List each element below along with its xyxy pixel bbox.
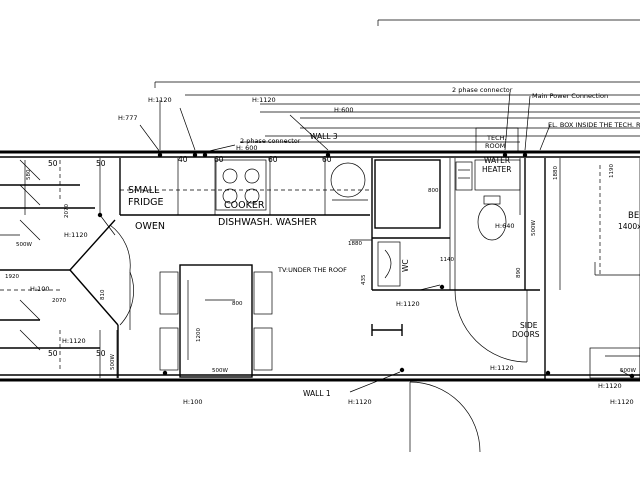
leader-lines [99,91,631,393]
dim-800-kitchen: 800 [428,188,439,194]
height-h100-left: H:100 [30,285,49,293]
dim-60-c: 60 [322,155,332,164]
label-bed-size: 1400x [618,222,640,231]
bathroom [371,127,540,291]
label-fridge: FRIDGE [128,197,164,208]
label-wall-1: WALL 1 [303,389,331,398]
label-owen: OWEN [135,221,165,232]
notes: 2 phase connector Main Power Connection … [236,86,640,274]
dining-table [159,264,273,378]
dim-50-d: 50 [96,349,106,358]
dim-2070-a: 2070 [64,204,70,218]
dim-500w-d: 500W [16,242,32,248]
dim-50-a: 50 [48,159,58,168]
room-labels: SMALL FRIDGE COOKER OWEN DISHWASH. WASHE… [128,134,640,339]
label-doors: DOORS [512,330,540,339]
height-h777: H:777 [118,114,137,122]
wall-labels: WALL 1 WALL 3 [303,132,338,398]
height-h1120-right: H:1120 [490,364,514,372]
height-h1120-far-right-low: H:1120 [610,398,634,406]
dim-50-c: 50 [48,349,58,358]
note-2-phase-connector-kitchen: 2 phase connector [240,137,301,145]
dim-580: 580 [26,169,32,180]
label-bed: BE [628,211,639,221]
dim-500w-c: 500W [531,220,537,236]
height-h1120-left-low: H:1120 [62,337,86,345]
right-area [454,158,640,380]
note-el-box: EL. BOX INSIDE THE TECH. RO [548,121,640,129]
dim-890: 890 [516,267,522,278]
note-2-phase-connector-top: 2 phase connector [452,86,513,94]
kitchen [119,158,370,216]
height-h1120-bottom: H:1120 [348,398,372,406]
dim-40: 40 [178,155,188,164]
note-h640: H:640 [495,222,514,230]
dim-1190: 1190 [609,164,615,178]
dim-800-table: 800 [232,301,243,307]
dim-500w-a: 500W [110,354,116,370]
height-h1120-far-right: H:1120 [598,382,622,390]
label-dishwash-washer: DISHWASH. WASHER [218,217,317,228]
label-heater: HEATER [482,165,511,174]
dim-60-a: 60 [214,155,224,164]
dim-60-b: 60 [268,155,278,164]
label-small: SMALL [128,185,160,196]
dim-50-b: 50 [96,159,106,168]
entrance-door [371,324,481,453]
dim-1880: 1880 [348,241,362,247]
label-side: SIDE [520,321,538,330]
label-room: ROOM [485,142,505,150]
left-area [0,158,134,378]
dimensions: 50 50 40 60 60 60 580 2070 800 800 1200 … [5,155,636,374]
note-wc: WC [401,259,410,272]
dim-810: 810 [100,289,106,300]
connector-dots [97,152,635,379]
label-wall-3: WALL 3 [310,132,338,141]
label-cooker: COOKER [224,200,265,211]
note-main-power: Main Power Connection [532,92,608,100]
height-h100-bottom: H:100 [183,398,202,406]
dim-1920: 1920 [5,274,19,280]
dim-435: 435 [361,274,367,285]
note-tv: TV:UNDER THE ROOF [277,266,347,274]
top-dimension-lines [154,19,640,143]
label-tech: TECH. [486,134,506,142]
note-h600-top: H:600 [334,106,353,114]
height-h1120-top-mid: H:1120 [252,96,276,104]
height-h1120-left-mid: H:1120 [64,231,88,239]
height-h1120-top-left: H:1120 [148,96,172,104]
dim-1200: 1200 [196,328,202,342]
dim-1880-right: 1880 [553,166,559,180]
dim-500w-b: 500W [212,368,228,374]
outer-walls [0,150,640,382]
height-markers: H:1120 H:1120 H:777 H:1120 H:100 H:1120 … [30,96,634,406]
dim-500w-e: 500W [620,368,636,374]
height-h1120-center: H:1120 [396,300,420,308]
label-water: WATER [484,156,510,165]
note-h600-kitchen: H: 600 [236,144,258,152]
dim-1140: 1140 [440,257,454,263]
dim-2070-b: 2070 [52,298,66,304]
